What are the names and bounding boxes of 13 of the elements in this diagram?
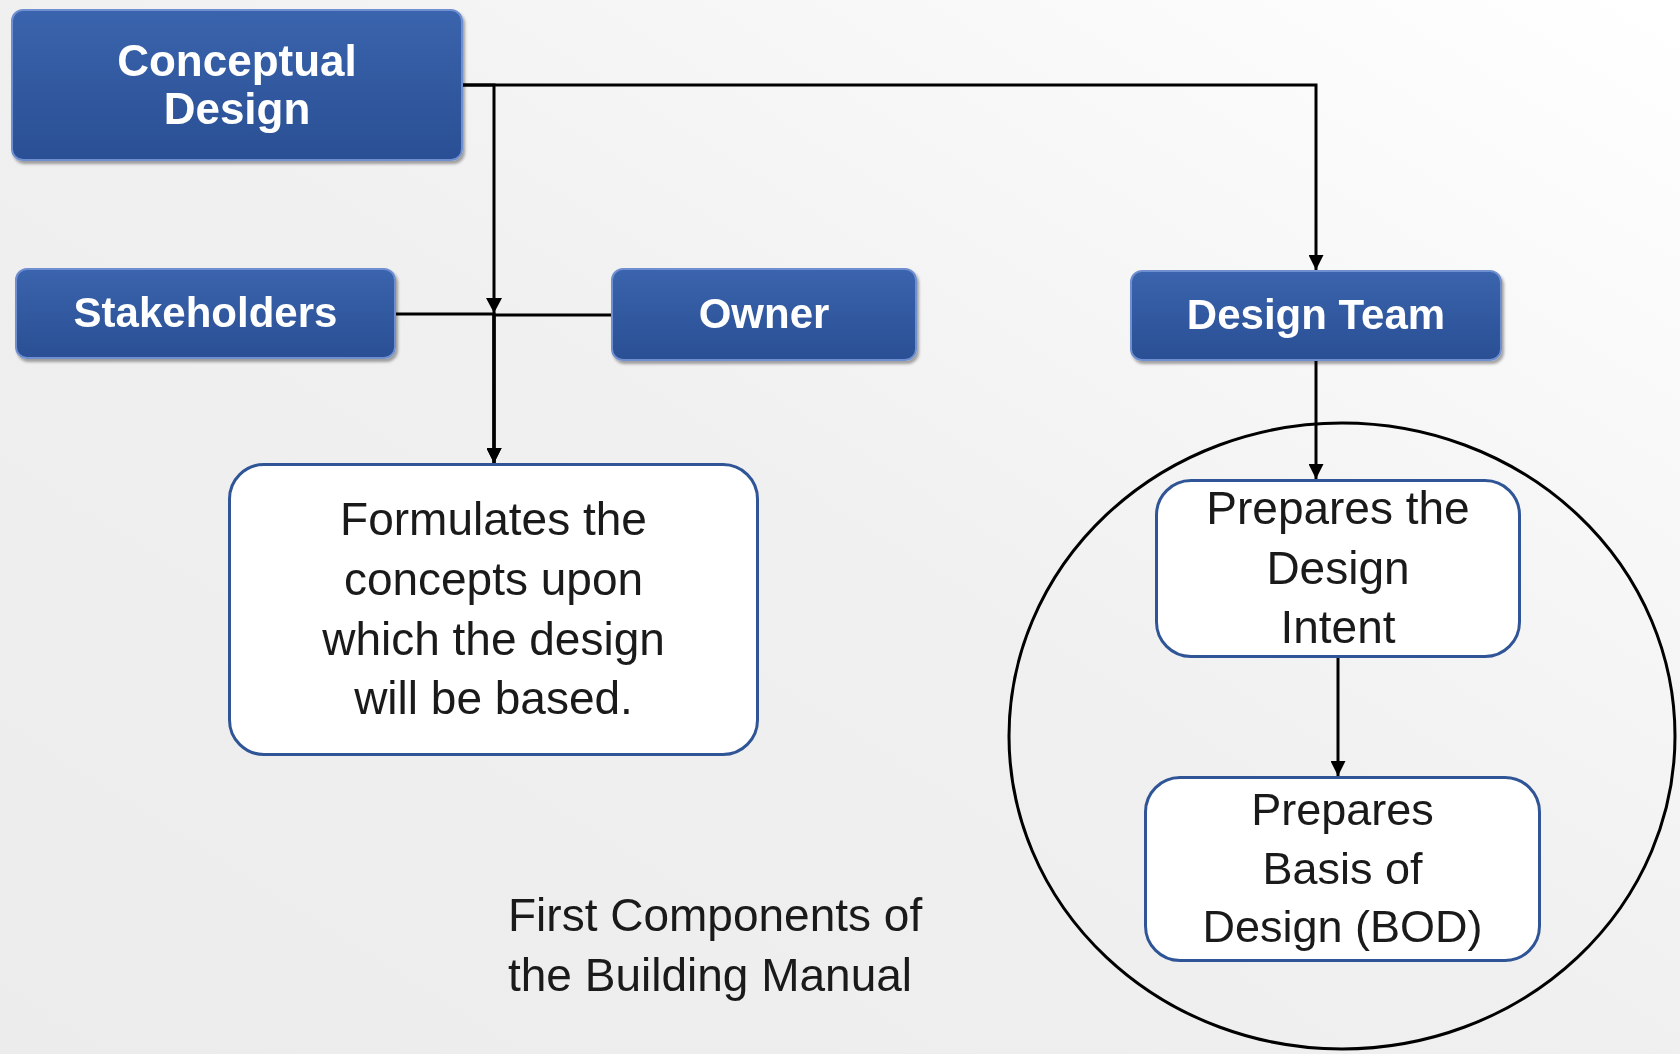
- process-box: Conceptual Design: [11, 9, 463, 161]
- process-box: Prepares Basis of Design (BOD): [1144, 776, 1541, 962]
- process-box: Formulates the concepts upon which the design will be based.: [228, 463, 759, 756]
- arrow: [486, 313, 611, 463]
- arrow: [463, 83, 1324, 270]
- circle-outline: [1007, 421, 1677, 1051]
- process-box: Owner: [611, 268, 917, 361]
- process-box: Stakeholders: [15, 268, 396, 359]
- arrow: [1330, 658, 1346, 776]
- process-box: Prepares the Design Intent: [1155, 479, 1521, 658]
- process-box: Design Team: [1130, 270, 1502, 361]
- arrow: [1308, 361, 1324, 479]
- caption-text: First Components of the Building Manual: [508, 888, 924, 1003]
